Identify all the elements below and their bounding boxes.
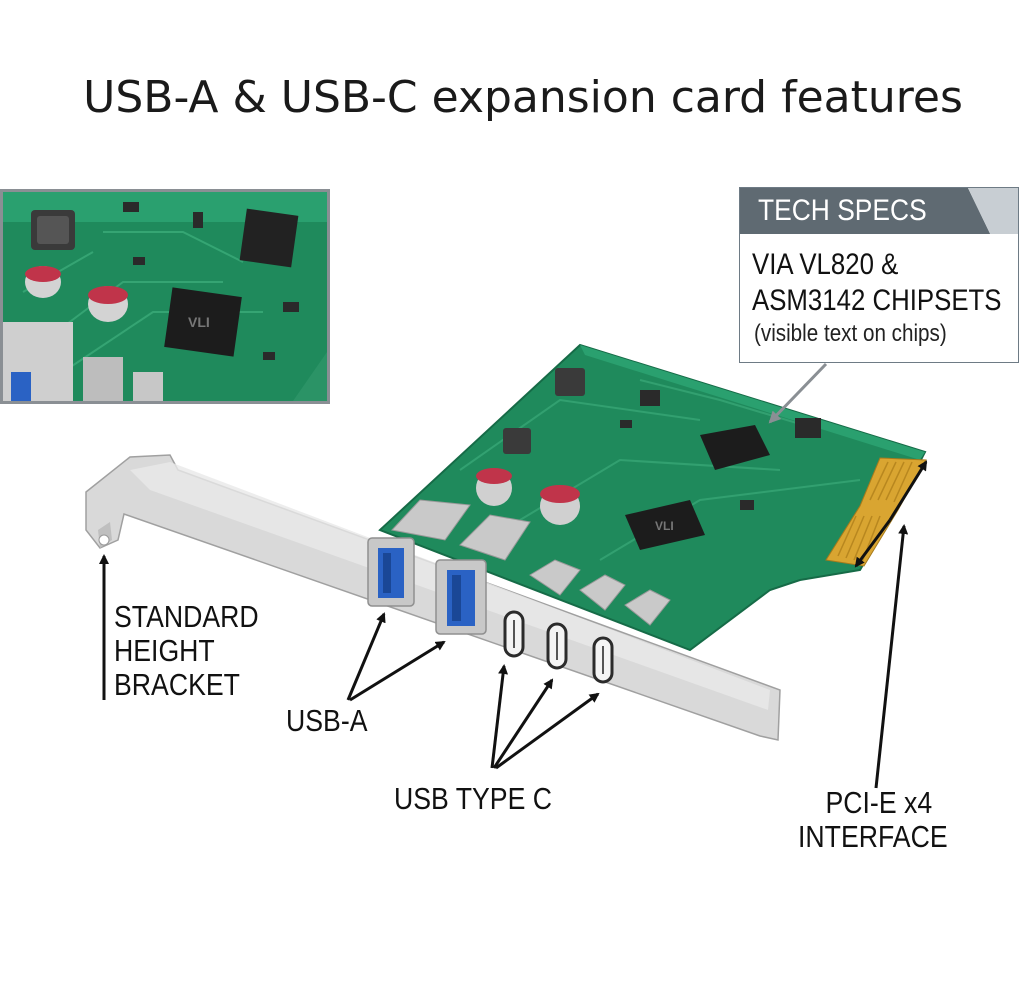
usb-c-ports — [503, 610, 614, 684]
pcie-arrow — [874, 524, 909, 789]
pcie-label: PCI-E x4 INTERFACE — [798, 785, 948, 855]
vl820-chip — [700, 425, 770, 470]
tech-specs-line-2: ASM3142 CHIPSETS — [752, 284, 1002, 317]
usb-a-arrow-2 — [349, 640, 446, 702]
usb-a-label: USB-A — [286, 703, 368, 738]
pcie-double-arrow-b — [888, 460, 928, 521]
board-closeup-inset: VLI — [0, 189, 330, 404]
usb-a-ports — [367, 537, 487, 635]
tech-specs-box: TECH SPECS VIA VL820 & ASM3142 CHIPSETS … — [739, 187, 1019, 363]
usb-c-arrow-2 — [492, 678, 554, 769]
svg-text:VLI: VLI — [655, 519, 674, 533]
svg-text:VLI: VLI — [188, 314, 210, 330]
bracket-label-line-2: HEIGHT — [114, 633, 215, 669]
bracket-label-line-1: STANDARD — [114, 599, 259, 634]
tech-specs-header-band — [740, 188, 991, 234]
usb-a-arrow-1 — [346, 612, 386, 701]
pcie-label-line-1: PCI-E x4 — [825, 785, 933, 820]
asm3142-chip — [625, 500, 705, 550]
tech-specs-note: (visible text on chips) — [754, 320, 947, 347]
pcie-label-line-2: INTERFACE — [798, 819, 948, 855]
tech-specs-heading: TECH SPECS — [758, 194, 927, 227]
board-closeup-drawing: VLI — [3, 192, 327, 401]
tech-specs-line-1: VIA VL820 & — [752, 248, 899, 281]
usb-c-arrow-1 — [490, 664, 509, 769]
page-title: USB-A & USB-C expansion card features — [83, 72, 963, 123]
bracket-label-line-3: BRACKET — [114, 667, 240, 703]
pcie-double-arrow-a — [854, 519, 892, 568]
tech-specs-pointer — [768, 362, 828, 424]
bracket-label: STANDARD HEIGHT BRACKET — [114, 599, 259, 703]
usb-c-arrow-3 — [495, 692, 600, 770]
usb-c-label: USB TYPE C — [394, 781, 553, 816]
